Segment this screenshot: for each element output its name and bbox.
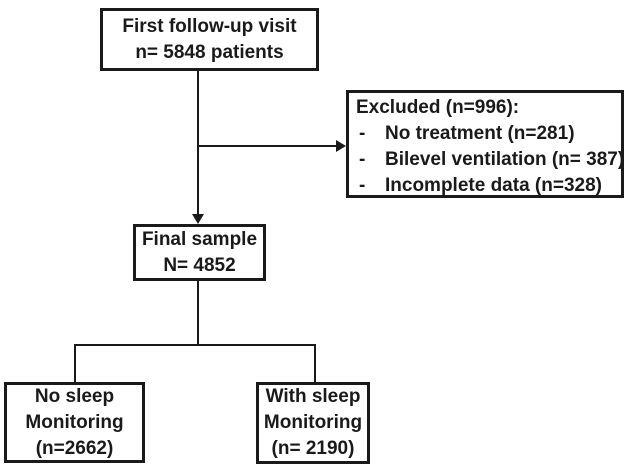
- node-final-sample: Final sample N= 4852: [133, 224, 266, 281]
- node-first-visit-count: n= 5848 patients: [135, 41, 284, 63]
- node-with-sleep-monitoring: With sleep Monitoring (n= 2190): [256, 382, 370, 464]
- node-with-sleep-count: (n= 2190): [271, 438, 355, 459]
- node-no-sleep-line1: No sleep: [34, 385, 115, 407]
- dash-bullet: -: [359, 149, 366, 170]
- node-no-sleep-line2: Monitoring: [25, 411, 124, 433]
- excluded-item: - Incomplete data (n=328): [356, 173, 615, 199]
- node-with-sleep-line1: With sleep: [265, 386, 361, 407]
- node-first-visit-label: First follow-up visit: [122, 15, 297, 37]
- connector-drop-no-sleep: [74, 344, 76, 382]
- connector-to-excluded: [197, 145, 338, 147]
- connector-drop-with-sleep: [314, 344, 316, 382]
- connector-split-horizontal: [74, 344, 316, 346]
- node-final-sample-label: Final sample: [141, 228, 258, 250]
- excluded-item: - Bilevel ventilation (n= 387): [356, 147, 624, 173]
- node-excluded-title: Excluded (n=996):: [356, 97, 520, 118]
- node-first-follow-up-visit: First follow-up visit n= 5848 patients: [100, 8, 319, 71]
- excluded-item-text: Bilevel ventilation (n= 387): [385, 149, 625, 170]
- connector-first-to-final: [197, 71, 199, 216]
- excluded-item-text: No treatment (n=281): [385, 123, 575, 144]
- node-final-sample-count: N= 4852: [163, 254, 236, 276]
- excluded-item-text: Incomplete data (n=328): [385, 175, 602, 196]
- arrowhead-down-icon: [192, 214, 204, 224]
- node-excluded: Excluded (n=996): - No treatment (n=281)…: [346, 90, 624, 198]
- excluded-item: - No treatment (n=281): [356, 121, 615, 147]
- dash-bullet: -: [359, 175, 366, 196]
- dash-bullet: -: [359, 123, 366, 144]
- node-no-sleep-monitoring: No sleep Monitoring (n=2662): [4, 382, 145, 463]
- node-with-sleep-line2: Monitoring: [263, 412, 363, 433]
- connector-final-to-split: [197, 280, 199, 345]
- arrowhead-right-icon: [336, 140, 346, 152]
- node-no-sleep-count: (n=2662): [35, 437, 114, 459]
